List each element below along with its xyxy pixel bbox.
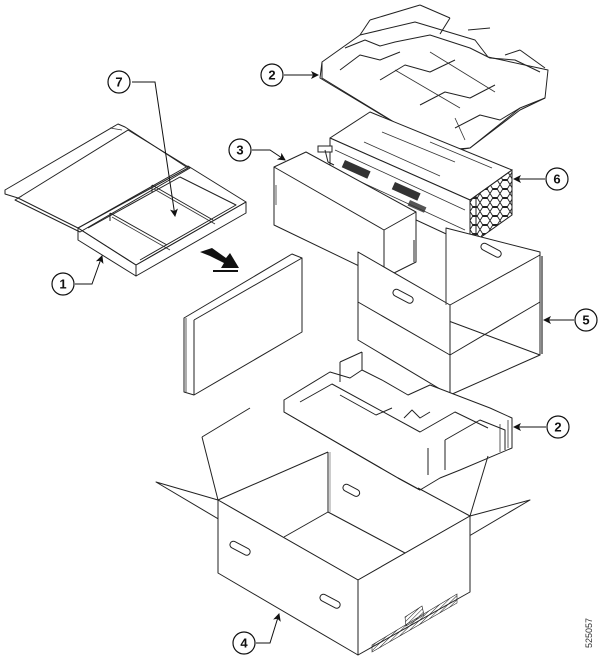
callout-3: 3 bbox=[228, 138, 286, 162]
callout-6-number: 6 bbox=[553, 172, 560, 187]
bottom-foam-cushion bbox=[283, 351, 513, 491]
callout-2-bottom: 2 bbox=[513, 415, 570, 439]
callout-6: 6 bbox=[513, 167, 569, 191]
callout-5-number: 5 bbox=[582, 313, 589, 328]
inner-carton-frame bbox=[357, 227, 543, 396]
callout-2-top: 2 bbox=[260, 63, 319, 87]
direction-arrow-icon bbox=[200, 248, 239, 272]
callout-7-number: 7 bbox=[115, 75, 122, 90]
slim-accessory-box bbox=[183, 253, 303, 396]
chassis-sleeve bbox=[273, 151, 417, 279]
callout-3-number: 3 bbox=[236, 143, 243, 158]
callout-7: 7 bbox=[107, 70, 178, 217]
accessory-tray bbox=[4, 123, 247, 277]
chassis bbox=[317, 111, 513, 246]
callout-2-top-number: 2 bbox=[268, 68, 275, 83]
callout-4: 4 bbox=[232, 613, 281, 655]
outer-carton bbox=[155, 407, 531, 656]
callout-4-number: 4 bbox=[240, 636, 248, 651]
figure-id: 525057 bbox=[584, 617, 594, 648]
callout-1: 1 bbox=[51, 255, 104, 296]
top-foam-cushion bbox=[319, 4, 549, 153]
callout-2-bottom-number: 2 bbox=[554, 420, 561, 435]
callout-1-number: 1 bbox=[59, 277, 66, 292]
callout-5: 5 bbox=[543, 308, 598, 332]
